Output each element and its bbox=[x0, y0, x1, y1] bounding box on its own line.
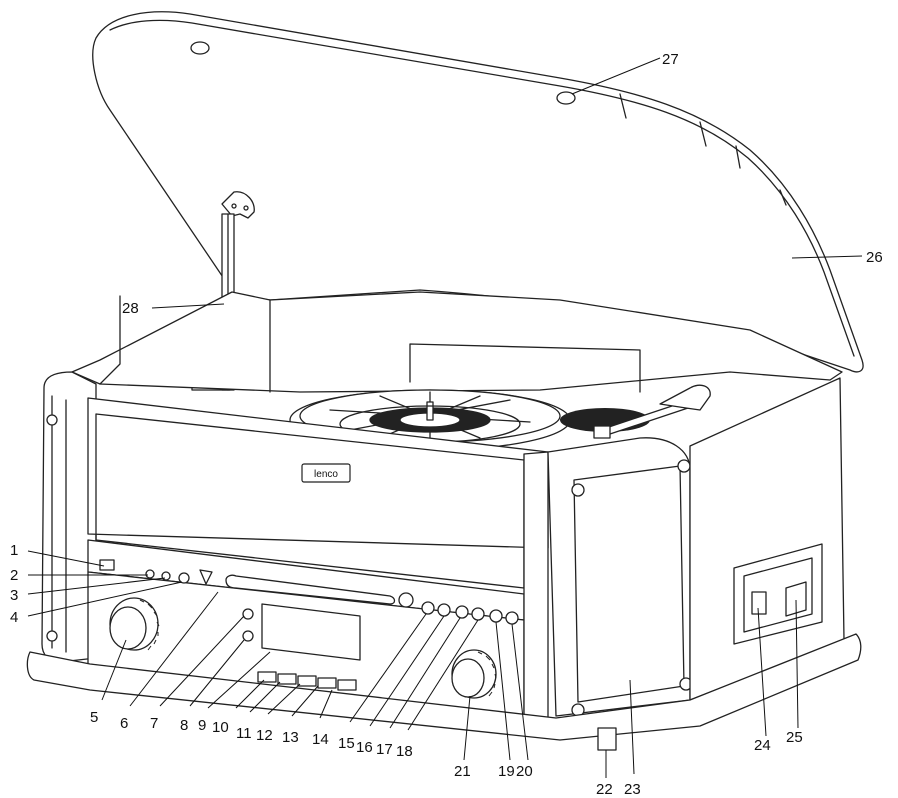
callout-labels: 1 2 3 4 5 6 7 8 9 10 11 12 13 14 15 16 1… bbox=[10, 51, 883, 798]
callout-24: 24 bbox=[754, 737, 771, 754]
button-19[interactable] bbox=[489, 609, 503, 623]
button-16[interactable] bbox=[437, 603, 451, 617]
brand-badge bbox=[301, 463, 351, 483]
button-20[interactable] bbox=[505, 611, 519, 625]
callout-26: 26 bbox=[866, 249, 883, 266]
callout-22: 22 bbox=[596, 781, 613, 798]
screw-top-right bbox=[677, 459, 691, 473]
cabinet-top bbox=[71, 291, 843, 393]
cd-slot[interactable] bbox=[225, 574, 396, 605]
button-18[interactable] bbox=[471, 607, 485, 621]
lid-hinge-hole bbox=[556, 91, 576, 105]
callout-23: 23 bbox=[624, 781, 641, 798]
callout-2: 2 bbox=[10, 567, 18, 584]
callout-9: 9 bbox=[198, 717, 206, 734]
callout-25: 25 bbox=[786, 729, 803, 746]
callout-20: 20 bbox=[516, 763, 533, 780]
callout-6: 6 bbox=[120, 715, 128, 732]
callout-5: 5 bbox=[90, 709, 98, 726]
callout-7: 7 bbox=[150, 715, 158, 732]
screw-top-left bbox=[571, 483, 585, 497]
button-extra[interactable] bbox=[337, 679, 357, 691]
button-13[interactable] bbox=[297, 675, 317, 687]
jack-c[interactable] bbox=[178, 572, 190, 584]
ir-sensor bbox=[398, 592, 414, 608]
button-15[interactable] bbox=[421, 601, 435, 615]
callout-11: 11 bbox=[236, 725, 252, 742]
volume-knob[interactable] bbox=[109, 597, 160, 651]
foot bbox=[597, 727, 617, 751]
cassette-door[interactable] bbox=[785, 581, 807, 617]
callout-18: 18 bbox=[396, 743, 413, 760]
cassette-button[interactable] bbox=[751, 591, 767, 615]
callout-8: 8 bbox=[180, 717, 188, 734]
callout-28: 28 bbox=[122, 300, 139, 317]
callout-19: 19 bbox=[498, 763, 515, 780]
callout-3: 3 bbox=[10, 587, 18, 604]
tuning-knob[interactable] bbox=[451, 649, 497, 699]
cabinet-front: lenco bbox=[26, 371, 862, 751]
button-11[interactable] bbox=[257, 671, 277, 683]
led-indicator-2 bbox=[242, 630, 254, 642]
button-14[interactable] bbox=[317, 677, 337, 689]
callout-15: 15 bbox=[338, 735, 355, 752]
button-17[interactable] bbox=[455, 605, 469, 619]
callout-12: 12 bbox=[256, 727, 273, 744]
button-12[interactable] bbox=[277, 673, 297, 685]
leader-lines bbox=[27, 57, 863, 778]
tonearm bbox=[560, 384, 711, 439]
callout-17: 17 bbox=[376, 741, 393, 758]
usb-port[interactable] bbox=[99, 559, 115, 571]
brand-badge-label: lenco bbox=[314, 469, 338, 480]
callout-10: 10 bbox=[212, 719, 229, 736]
callout-1: 1 bbox=[10, 542, 18, 559]
lid bbox=[92, 11, 864, 373]
callout-27: 27 bbox=[662, 51, 679, 68]
jack-a[interactable] bbox=[145, 569, 155, 579]
callout-13: 13 bbox=[282, 729, 299, 746]
callout-4: 4 bbox=[10, 609, 18, 626]
callout-21: 21 bbox=[454, 763, 471, 780]
callout-14: 14 bbox=[312, 731, 329, 748]
led-indicator-1 bbox=[242, 608, 254, 620]
lcd-display bbox=[261, 603, 361, 661]
lid-hole-left bbox=[190, 41, 210, 55]
callout-16: 16 bbox=[356, 739, 373, 756]
jack-b[interactable] bbox=[161, 571, 171, 581]
